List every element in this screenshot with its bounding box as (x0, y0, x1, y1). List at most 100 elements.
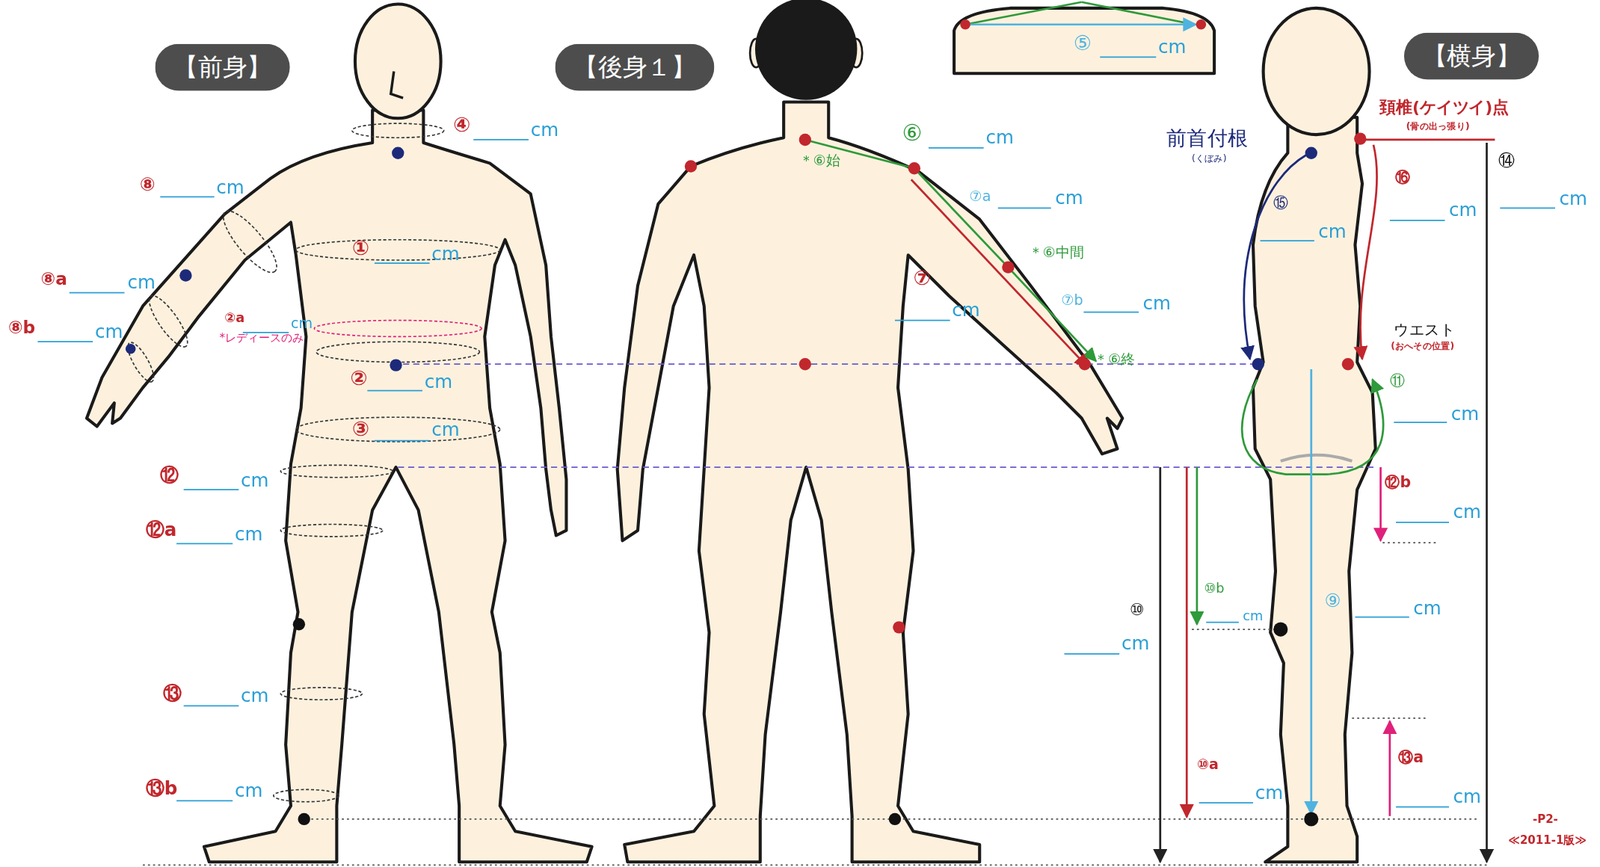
callout-label: ≪2011-1版≫ (1508, 834, 1587, 846)
unit-label: cm (1558, 189, 1587, 209)
callout-label: ⑤ (1073, 32, 1092, 54)
unit-label: cm (127, 273, 156, 293)
unit-label: cm (1318, 222, 1346, 242)
callout-label: ② (349, 367, 368, 388)
answer-underline (37, 340, 93, 343)
answer-underline (998, 207, 1052, 210)
callout-label: ⑧ (139, 175, 156, 195)
unit-label: cm (431, 245, 460, 264)
callout-label: ⑪ (1389, 373, 1405, 389)
answer-underline (183, 488, 240, 491)
answer-underline (1205, 622, 1239, 624)
answer-underline (367, 390, 423, 392)
answer-underline (374, 262, 430, 264)
unit-label: cm (431, 420, 460, 439)
callout-label: ⑬b (145, 779, 178, 799)
callout-label: ⑫a (145, 520, 177, 540)
answer-underline (1395, 521, 1449, 524)
callout-label: ⑫b (1384, 475, 1411, 491)
callout-label: ⑬a (1398, 749, 1424, 765)
answer-underline (1354, 616, 1409, 619)
callout-label: ⑧b (8, 319, 36, 337)
unit-label: cm (1452, 788, 1481, 807)
answer-underline (1395, 806, 1449, 809)
answer-underline (1389, 219, 1446, 222)
callout-label: ⑩ (1129, 601, 1145, 619)
callout-label: *レディースのみ (219, 332, 304, 344)
answer-underline (176, 543, 233, 546)
unit-label: cm (530, 120, 559, 140)
unit-label: cm (1054, 188, 1083, 208)
callout-label: ⑫ (160, 466, 179, 486)
callout-label: 頚椎(ケイツイ)点 (1379, 100, 1509, 117)
answer-underline (894, 320, 951, 322)
unit-label: cm (290, 316, 313, 331)
unit-label: cm (1158, 37, 1186, 57)
callout-label: -P2- (1532, 814, 1559, 826)
view-title-pill: 【後身１】 (554, 44, 715, 92)
unit-label: cm (424, 372, 453, 392)
answer-underline (1199, 802, 1254, 804)
answer-underline (1393, 421, 1447, 424)
unit-label: cm (1242, 609, 1263, 623)
unit-label: cm (240, 471, 269, 491)
answer-underline (374, 440, 430, 442)
unit-label: cm (1452, 503, 1481, 522)
callout-label: ⑨ (1324, 592, 1342, 611)
callout-label: ③ (352, 418, 370, 439)
unit-label: cm (234, 781, 263, 800)
callout-label: ⑦a (969, 188, 992, 203)
answer-underline (1083, 311, 1139, 314)
callout-label: ⑩b (1203, 581, 1224, 596)
answer-underline (473, 139, 529, 141)
view-title-pill: 【横身】 (1404, 32, 1539, 80)
callout-label: 前首付根 (1166, 127, 1248, 149)
answer-underline (1260, 240, 1315, 242)
callout-label: ＊⑥始 (799, 153, 841, 168)
callout-label: ウエスト (1393, 322, 1455, 338)
callout-label: (くぼみ) (1191, 154, 1227, 163)
callout-label: ⑧a (41, 270, 68, 288)
view-title: 【横身】 (1422, 44, 1521, 69)
callout-label: ＊⑥終 (1093, 352, 1135, 367)
callout-label: (おへその位置) (1390, 341, 1455, 351)
callout-label: ⑬ (162, 684, 182, 704)
unit-label: cm (1448, 201, 1477, 220)
answer-underline (160, 196, 214, 199)
answer-underline (928, 147, 984, 149)
answer-underline (1499, 207, 1556, 210)
callout-label: ④ (453, 114, 471, 135)
unit-label: cm (234, 525, 263, 545)
unit-label: cm (985, 128, 1014, 148)
callout-label: ⑯ (1395, 170, 1411, 186)
callout-label: ⑭ (1498, 153, 1515, 170)
unit-label: cm (216, 178, 244, 198)
answer-underline (1063, 653, 1120, 655)
unit-label: cm (1413, 598, 1441, 618)
unit-label: cm (240, 687, 269, 706)
unit-label: cm (1451, 405, 1479, 424)
view-title-pill: 【前身】 (154, 44, 290, 92)
callout-label: (骨の出っ張り) (1406, 122, 1470, 132)
callout-label: ① (352, 237, 370, 258)
callout-label: ＊⑥中間 (1028, 245, 1085, 260)
answer-underline (69, 292, 125, 294)
callout-label: ⑮ (1273, 195, 1289, 211)
unit-label: cm (951, 301, 980, 320)
view-title: 【前身】 (173, 55, 272, 80)
view-title: 【後身１】 (573, 55, 697, 80)
unit-label: cm (94, 322, 123, 341)
unit-label: cm (1143, 293, 1171, 313)
answer-underline (1099, 56, 1156, 59)
callout-label: ⑦ (912, 267, 931, 288)
callout-label: ⑦b (1060, 293, 1083, 308)
unit-label: cm (1121, 634, 1150, 654)
callout-label: ⑩a (1197, 757, 1219, 772)
answer-underline (176, 800, 233, 802)
unit-label: cm (1255, 783, 1283, 803)
answer-underline (183, 705, 240, 708)
callout-label: ⑥ (901, 122, 922, 146)
